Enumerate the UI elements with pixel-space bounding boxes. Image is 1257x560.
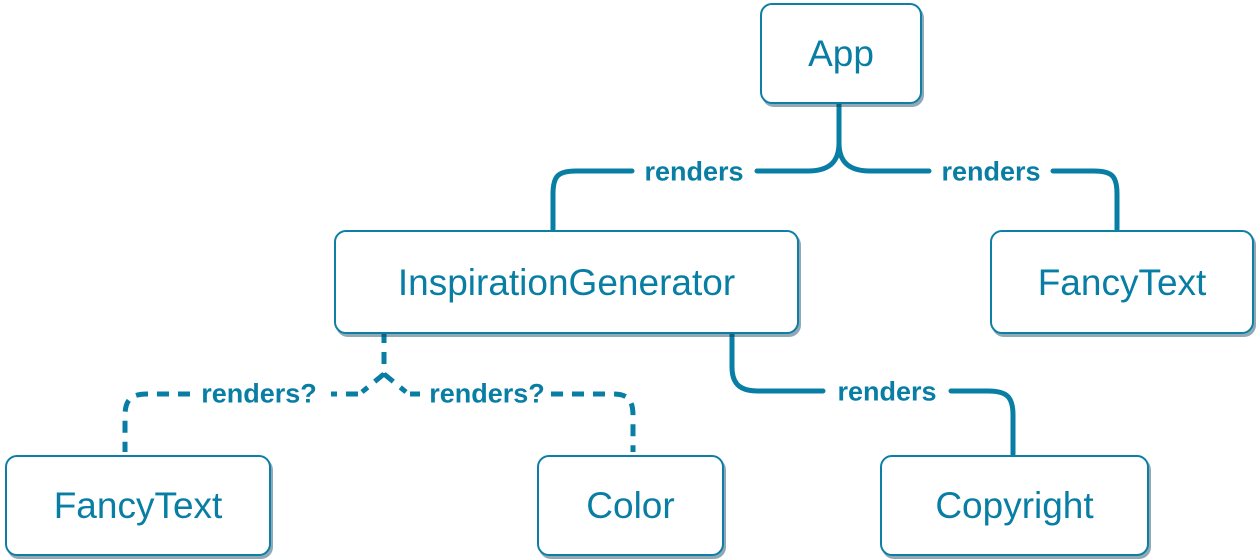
edge-app-to-fancytext-left bbox=[836, 140, 932, 174]
edge-inspirationgenerator-to-copyright-right bbox=[948, 388, 1016, 457]
node-inspiration-generator: InspirationGenerator bbox=[334, 230, 799, 334]
edge-dashed-to-fancytext-outer bbox=[122, 391, 190, 452]
node-copyright: Copyright bbox=[880, 455, 1149, 556]
edge-inspirationgenerator-to-copyright-left bbox=[729, 328, 826, 394]
edge-app-to-fancytext-right bbox=[1050, 168, 1120, 232]
node-fancy-text-bottom: FancyText bbox=[5, 455, 271, 556]
node-app: App bbox=[760, 3, 922, 104]
edge-label-inspirationgenerator-renders-fancytext: renders? bbox=[201, 378, 317, 409]
edge-label-app-renders-fancytext: renders bbox=[941, 156, 1041, 187]
edge-label-inspirationgenerator-renders-copyright: renders bbox=[837, 376, 937, 407]
node-fancy-text-top: FancyText bbox=[990, 230, 1254, 334]
edge-app-to-inspirationgenerator-left bbox=[754, 140, 842, 174]
edge-label-app-renders-inspirationgenerator: renders bbox=[644, 156, 744, 187]
node-color: Color bbox=[537, 455, 724, 556]
edge-label-inspirationgenerator-renders-color: renders? bbox=[429, 378, 545, 409]
edge-dashed-diagonal-left bbox=[360, 372, 386, 394]
edge-dashed-to-color-outer bbox=[551, 391, 636, 452]
edge-app-to-inspirationgenerator-right bbox=[550, 168, 635, 232]
edge-dashed-diagonal-right bbox=[382, 372, 408, 394]
